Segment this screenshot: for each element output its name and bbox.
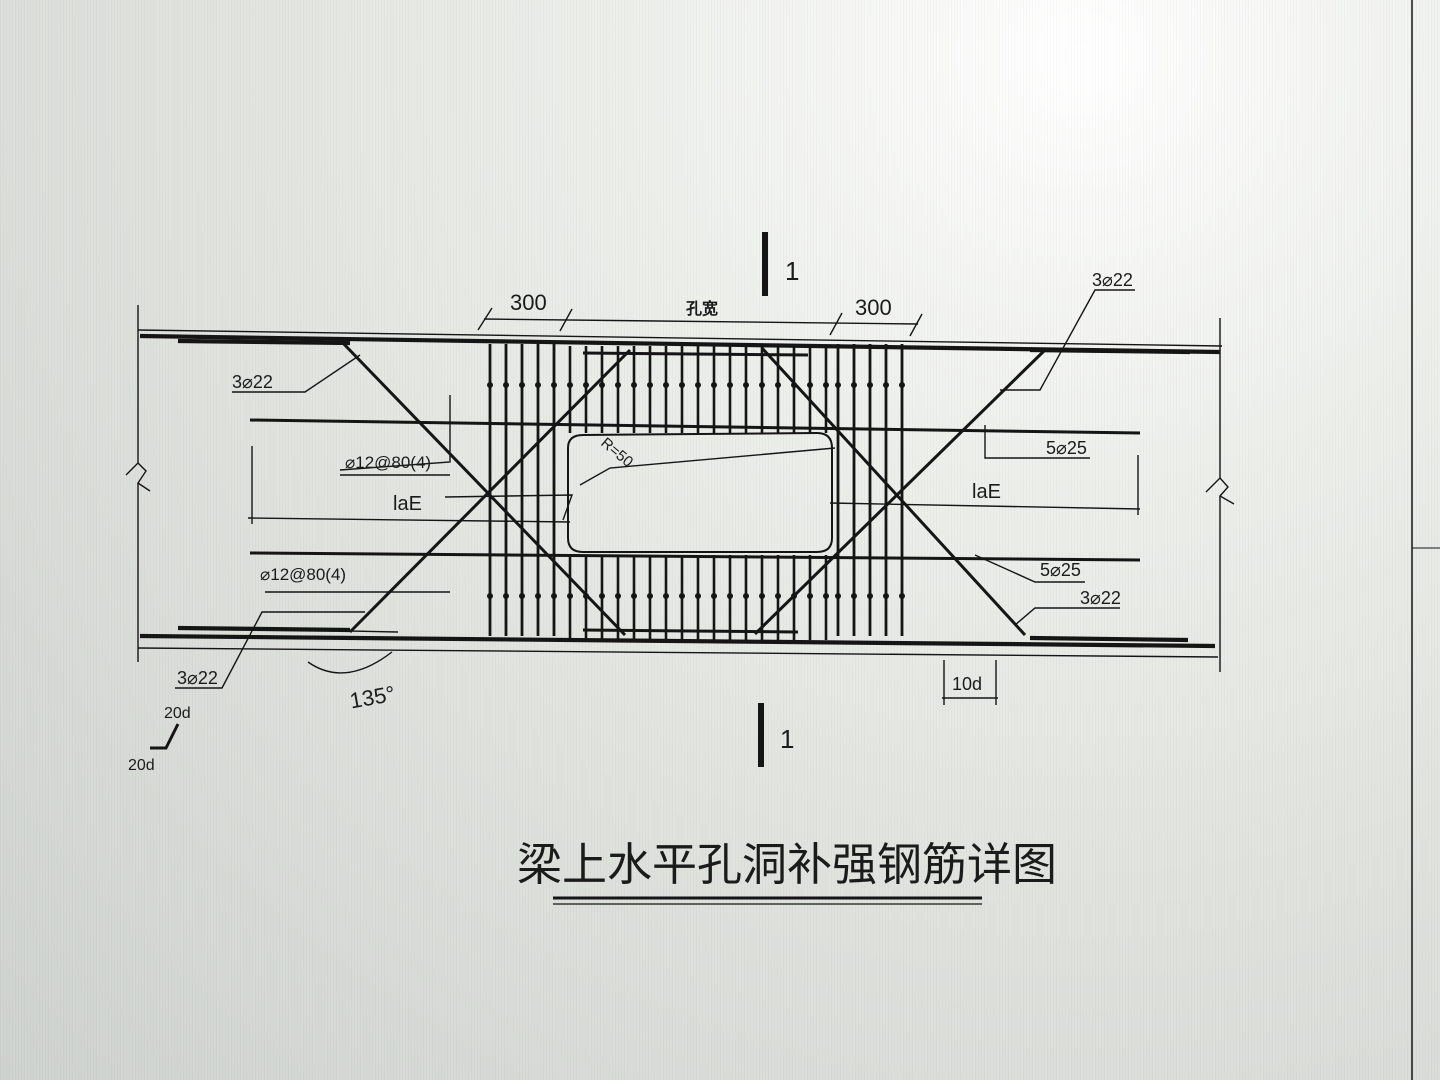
label-top-long-bars: 5⌀25 — [1046, 438, 1087, 458]
dim-hole-width: 孔宽 — [686, 299, 718, 318]
label-top-right-diag: 3⌀22 — [1092, 270, 1133, 290]
label-stirrup-top: ⌀12@80(4) — [345, 453, 431, 472]
stirrup-node — [823, 382, 829, 388]
beam-outline — [125, 305, 1235, 672]
stirrup-node — [583, 382, 589, 388]
label-twenty-d-a: 20d — [164, 705, 191, 722]
stirrup-node — [503, 382, 509, 388]
stirrup-node — [551, 382, 557, 388]
hook-angle-arc — [307, 651, 393, 674]
diagonal-reinforcement-bars — [338, 338, 1047, 637]
label-stirrup-bottom: ⌀12@80(4) — [260, 565, 346, 584]
main-longitudinal-bars — [139, 333, 1221, 649]
stirrup-node — [519, 382, 525, 388]
label-angle: 135° — [348, 681, 397, 714]
stirrup-node — [679, 382, 685, 388]
stirrup-node — [615, 382, 621, 388]
stirrup-node — [775, 593, 781, 599]
drawing-title: 梁上水平孔洞补强钢筋详图 — [517, 839, 1057, 890]
stirrup-node — [695, 382, 701, 388]
stirrup-node — [727, 382, 733, 388]
stirrup-node — [695, 593, 701, 599]
stirrup-node — [807, 593, 813, 599]
stirrup-node — [711, 382, 717, 388]
stirrup-node — [487, 593, 493, 599]
label-bottom-long-bars: 5⌀25 — [1040, 560, 1081, 580]
hook-20d-symbol — [150, 723, 180, 750]
label-bottom-right-diag: 3⌀22 — [1080, 588, 1121, 608]
stirrup-node — [899, 593, 905, 599]
stirrup-node — [883, 593, 889, 599]
stirrup-node — [743, 382, 749, 388]
section-marker-top — [762, 232, 768, 296]
stirrup-node — [647, 593, 653, 599]
stirrup-node — [615, 593, 621, 599]
label-radius: R=50 — [597, 434, 636, 470]
stirrup-node — [823, 593, 829, 599]
label-bottom-left-diag: 3⌀22 — [177, 668, 218, 688]
stirrup-node — [867, 593, 873, 599]
stirrup-node — [663, 382, 669, 388]
stirrup-node — [711, 593, 717, 599]
dim-right-300: 300 — [855, 295, 892, 320]
stirrup-node — [663, 593, 669, 599]
stirrup-node — [899, 382, 905, 388]
stirrup-node — [551, 593, 557, 599]
stirrup-node — [535, 382, 541, 388]
ten-d-dimension — [942, 660, 998, 705]
hook-angle-baseline — [299, 629, 399, 633]
section-marker-bottom — [758, 703, 764, 767]
stirrup-node — [631, 382, 637, 388]
stirrup-node — [647, 382, 653, 388]
stirrup-node — [535, 593, 541, 599]
stirrup-node — [631, 593, 637, 599]
added-longitudinal-bars — [249, 418, 1141, 562]
stirrup-node — [743, 593, 749, 599]
stirrup-node — [883, 382, 889, 388]
stirrup-node — [599, 593, 605, 599]
section-label-top: 1 — [785, 256, 799, 286]
stirrup-node — [835, 382, 841, 388]
label-twenty-d-b: 20d — [128, 757, 155, 774]
section-label-bottom: 1 — [780, 724, 794, 754]
top-dimension-line — [477, 307, 923, 337]
stirrup-node — [775, 382, 781, 388]
stirrup-group — [487, 344, 905, 640]
label-anchor-right: laE — [972, 481, 1001, 503]
stirrup-node — [759, 593, 765, 599]
label-anchor-left: laE — [393, 493, 422, 515]
hole-opening — [567, 431, 833, 553]
stirrup-node — [727, 593, 733, 599]
stirrup-node — [599, 382, 605, 388]
stirrup-node — [503, 593, 509, 599]
dim-left-300: 300 — [510, 290, 547, 315]
stirrup-node — [679, 593, 685, 599]
stirrup-node — [867, 382, 873, 388]
stirrup-node — [851, 382, 857, 388]
stirrup-node — [487, 382, 493, 388]
stirrup-node — [851, 593, 857, 599]
stirrup-node — [519, 593, 525, 599]
label-top-left-diag: 3⌀22 — [232, 372, 273, 392]
label-ten-d: 10d — [952, 674, 982, 694]
stirrup-node — [567, 593, 573, 599]
stirrup-node — [835, 593, 841, 599]
stirrup-node — [807, 382, 813, 388]
stirrup-node — [567, 382, 573, 388]
leader-lines — [175, 289, 1135, 689]
stirrup-node — [759, 382, 765, 388]
